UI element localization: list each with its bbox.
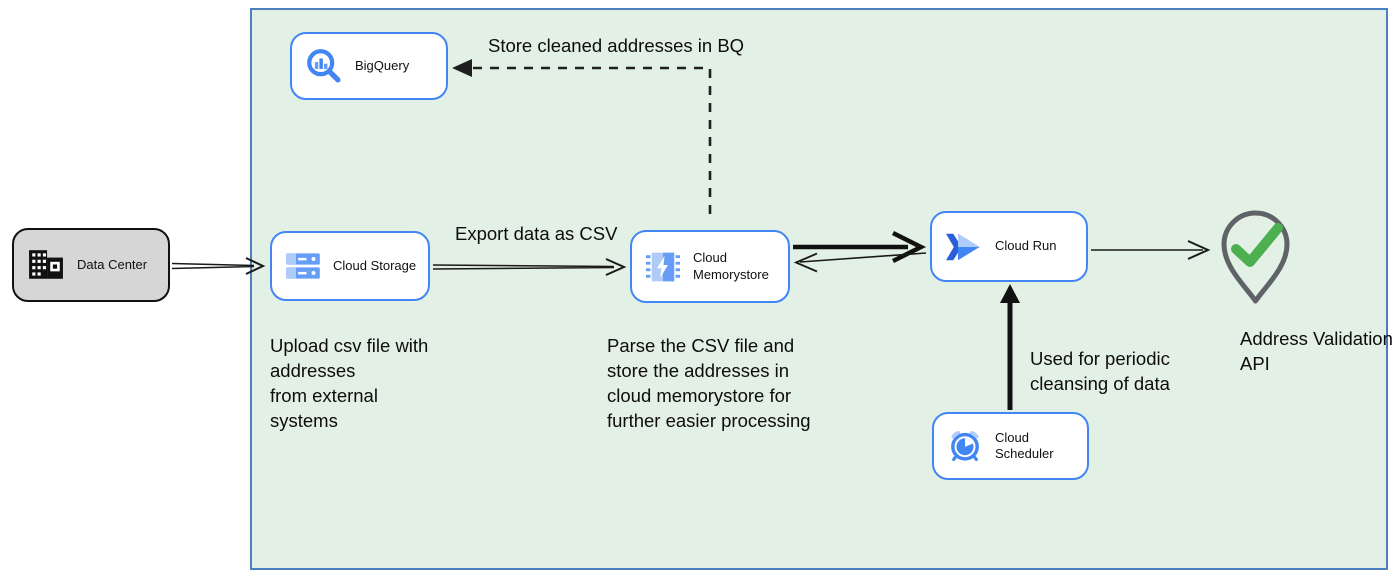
node-label-bigquery: BigQuery xyxy=(355,57,410,73)
node-label-cloud-storage: Cloud Storage xyxy=(333,257,417,273)
data-center-icon xyxy=(29,250,63,279)
cloud-scheduler-icon xyxy=(951,430,979,462)
annotation-scheduler-note: Used for periodic cleansing of data xyxy=(1030,348,1170,395)
annotation-parse-note: Parse the CSV file and store the address… xyxy=(607,335,811,432)
node-label-cloud-run: Cloud Run xyxy=(995,238,1057,254)
node-cloud-scheduler[interactable]: Cloud Scheduler xyxy=(932,412,1089,480)
memorystore-icon xyxy=(646,252,680,281)
node-cloud-run[interactable]: Cloud Run xyxy=(930,211,1088,282)
node-data-center[interactable]: Data Center xyxy=(12,228,170,302)
node-cloud-storage[interactable]: Cloud Storage xyxy=(270,231,430,301)
node-bigquery[interactable]: BigQuery xyxy=(290,32,448,100)
node-label-address-validation-api: Address Validation API xyxy=(1240,328,1393,375)
gcp-boundary-container xyxy=(250,8,1388,570)
node-label-cloud-memorystore: Cloud Memorystore xyxy=(693,250,769,282)
annotation-upload-note: Upload csv file with addresses from exte… xyxy=(270,335,429,432)
annotation-export-csv: Export data as CSV xyxy=(455,223,618,244)
bigquery-icon xyxy=(307,49,341,83)
node-label-cloud-scheduler: Cloud Scheduler xyxy=(995,429,1054,461)
cloud-storage-icon xyxy=(286,253,320,279)
annotation-store-bq: Store cleaned addresses in BQ xyxy=(488,35,745,56)
cloud-run-icon xyxy=(946,233,980,260)
node-label-data-center: Data Center xyxy=(77,256,148,272)
node-cloud-memorystore[interactable]: Cloud Memorystore xyxy=(630,230,790,303)
